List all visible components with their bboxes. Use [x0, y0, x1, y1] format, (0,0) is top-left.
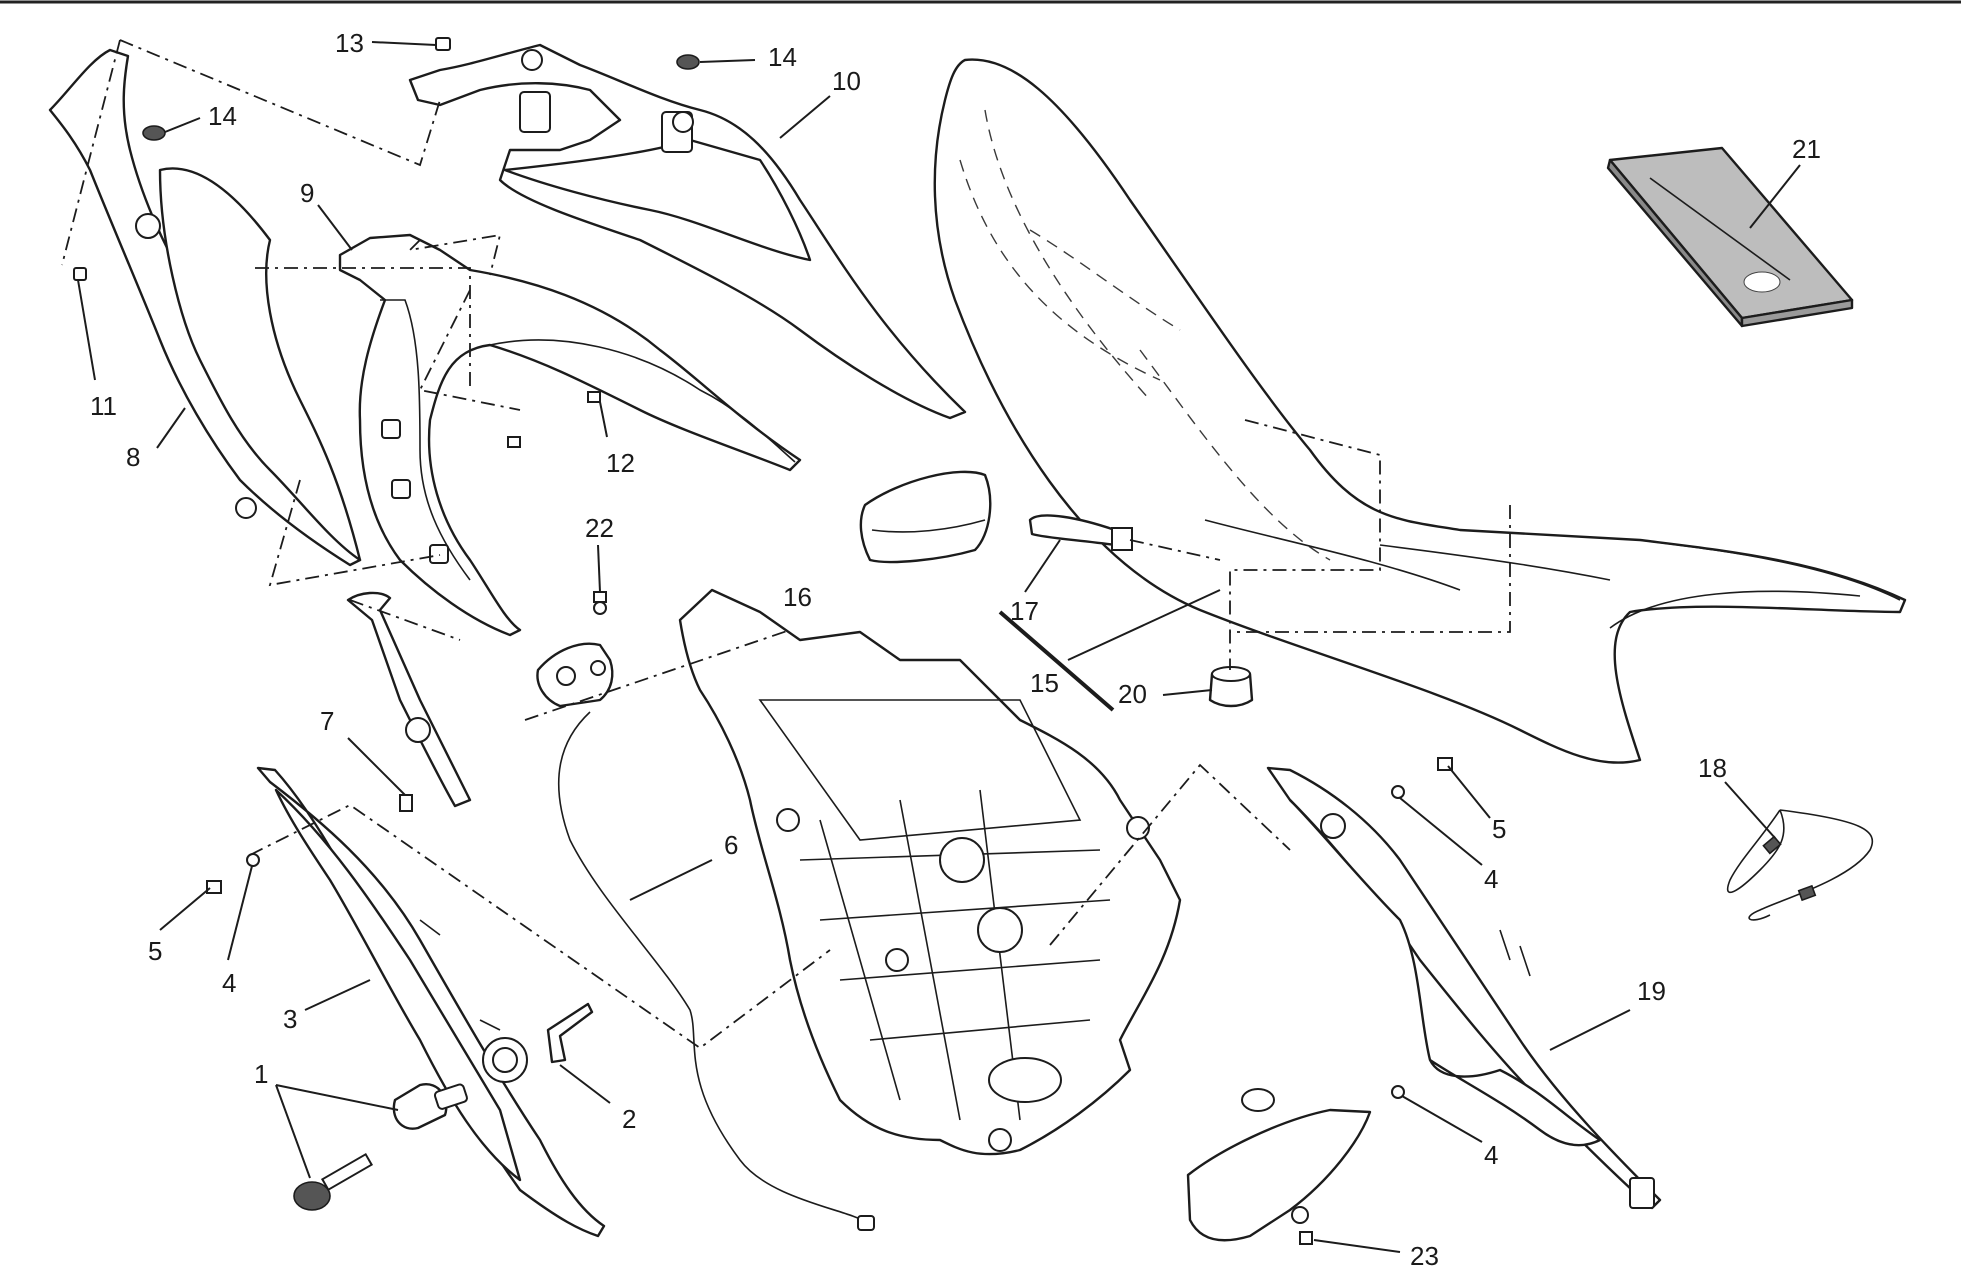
plug-14-a [676, 54, 700, 70]
plug-14-b [142, 125, 166, 141]
manual-logo-shape [1743, 271, 1781, 293]
leader-lines [77, 41, 1801, 1253]
part-9-tail-frame [338, 233, 802, 637]
part-8-side-panel-left [48, 48, 362, 567]
callout-18: 18 [1698, 753, 1727, 783]
screw-13 [435, 37, 451, 51]
callout-22: 22 [585, 513, 614, 543]
callout-3: 3 [283, 1004, 297, 1034]
part-17-strap [1028, 514, 1133, 551]
washer-4-right-bottom [1391, 1085, 1405, 1099]
nut-11 [73, 267, 87, 281]
part-1-ignition-key-lock [293, 1083, 468, 1211]
screw-12-a [587, 391, 601, 403]
part-2-hook-bracket [546, 1002, 594, 1064]
callout-5-right: 5 [1492, 814, 1506, 844]
screw-22 [593, 591, 607, 603]
callout-4-left: 4 [222, 968, 236, 998]
washer-4-left [246, 853, 260, 867]
key-head [293, 1181, 331, 1211]
callout-14-left: 14 [208, 101, 237, 131]
screw-23 [1299, 1231, 1313, 1245]
screw-7 [399, 794, 413, 812]
part-18-lanyard [1726, 809, 1874, 921]
screw-5-left [206, 880, 222, 894]
callout-17: 17 [1010, 596, 1039, 626]
assembly-dashed-lines [61, 39, 1511, 1050]
part-20-rubber-buffer [1208, 666, 1254, 708]
part-16-passenger-pad [859, 470, 992, 564]
screw-12-b [507, 436, 521, 448]
part-10-grab-rail [408, 43, 967, 420]
callout-8: 8 [126, 442, 140, 472]
callout-6: 6 [724, 830, 738, 860]
callout-20: 20 [1118, 679, 1147, 709]
hardware-fasteners [73, 37, 1453, 1245]
part-6-seat-release-cable [557, 711, 875, 1231]
callout-11: 11 [90, 391, 117, 421]
callout-labels: 13 14 14 10 9 11 8 12 21 22 16 17 15 20 … [90, 28, 1821, 1271]
callout-14-top: 14 [768, 42, 797, 72]
callout-5-left: 5 [148, 936, 162, 966]
part-3-lower-cover-left [256, 766, 606, 1238]
part-19-side-cover-right [1266, 766, 1662, 1210]
part-15-cable [998, 610, 1115, 712]
callout-4-right-bottom: 4 [1484, 1140, 1498, 1170]
callout-23: 23 [1410, 1241, 1439, 1271]
callout-16: 16 [783, 582, 812, 612]
callout-19: 19 [1637, 976, 1666, 1006]
part-23-bracket [1186, 1088, 1372, 1242]
part-21-owners-manual [1606, 146, 1854, 328]
callout-1: 1 [254, 1059, 268, 1089]
rider-seat [933, 58, 1907, 764]
callout-9: 9 [300, 178, 314, 208]
callout-2: 2 [622, 1104, 636, 1134]
callout-4-right-top: 4 [1484, 864, 1498, 894]
washer-4-right-top [1391, 785, 1405, 799]
callout-13: 13 [335, 28, 364, 58]
callout-15: 15 [1030, 668, 1059, 698]
callout-12: 12 [606, 448, 635, 478]
part-22-seat-latch [536, 601, 614, 708]
callout-10: 10 [832, 66, 861, 96]
left-lower-bracket [346, 591, 472, 808]
callout-7: 7 [320, 706, 334, 736]
rear-subframe-tray [678, 588, 1182, 1156]
callout-21: 21 [1792, 134, 1821, 164]
